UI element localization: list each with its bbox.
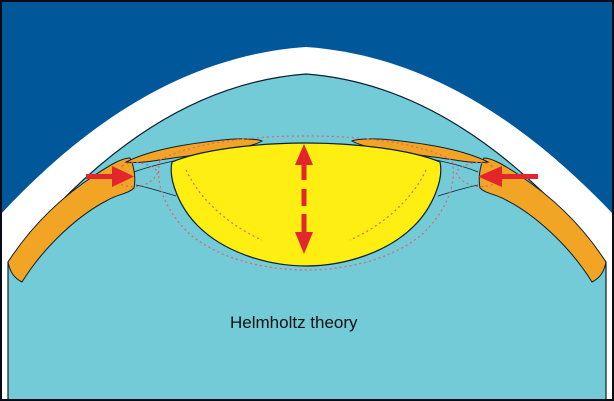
diagram-caption: Helmholtz theory xyxy=(230,313,410,333)
